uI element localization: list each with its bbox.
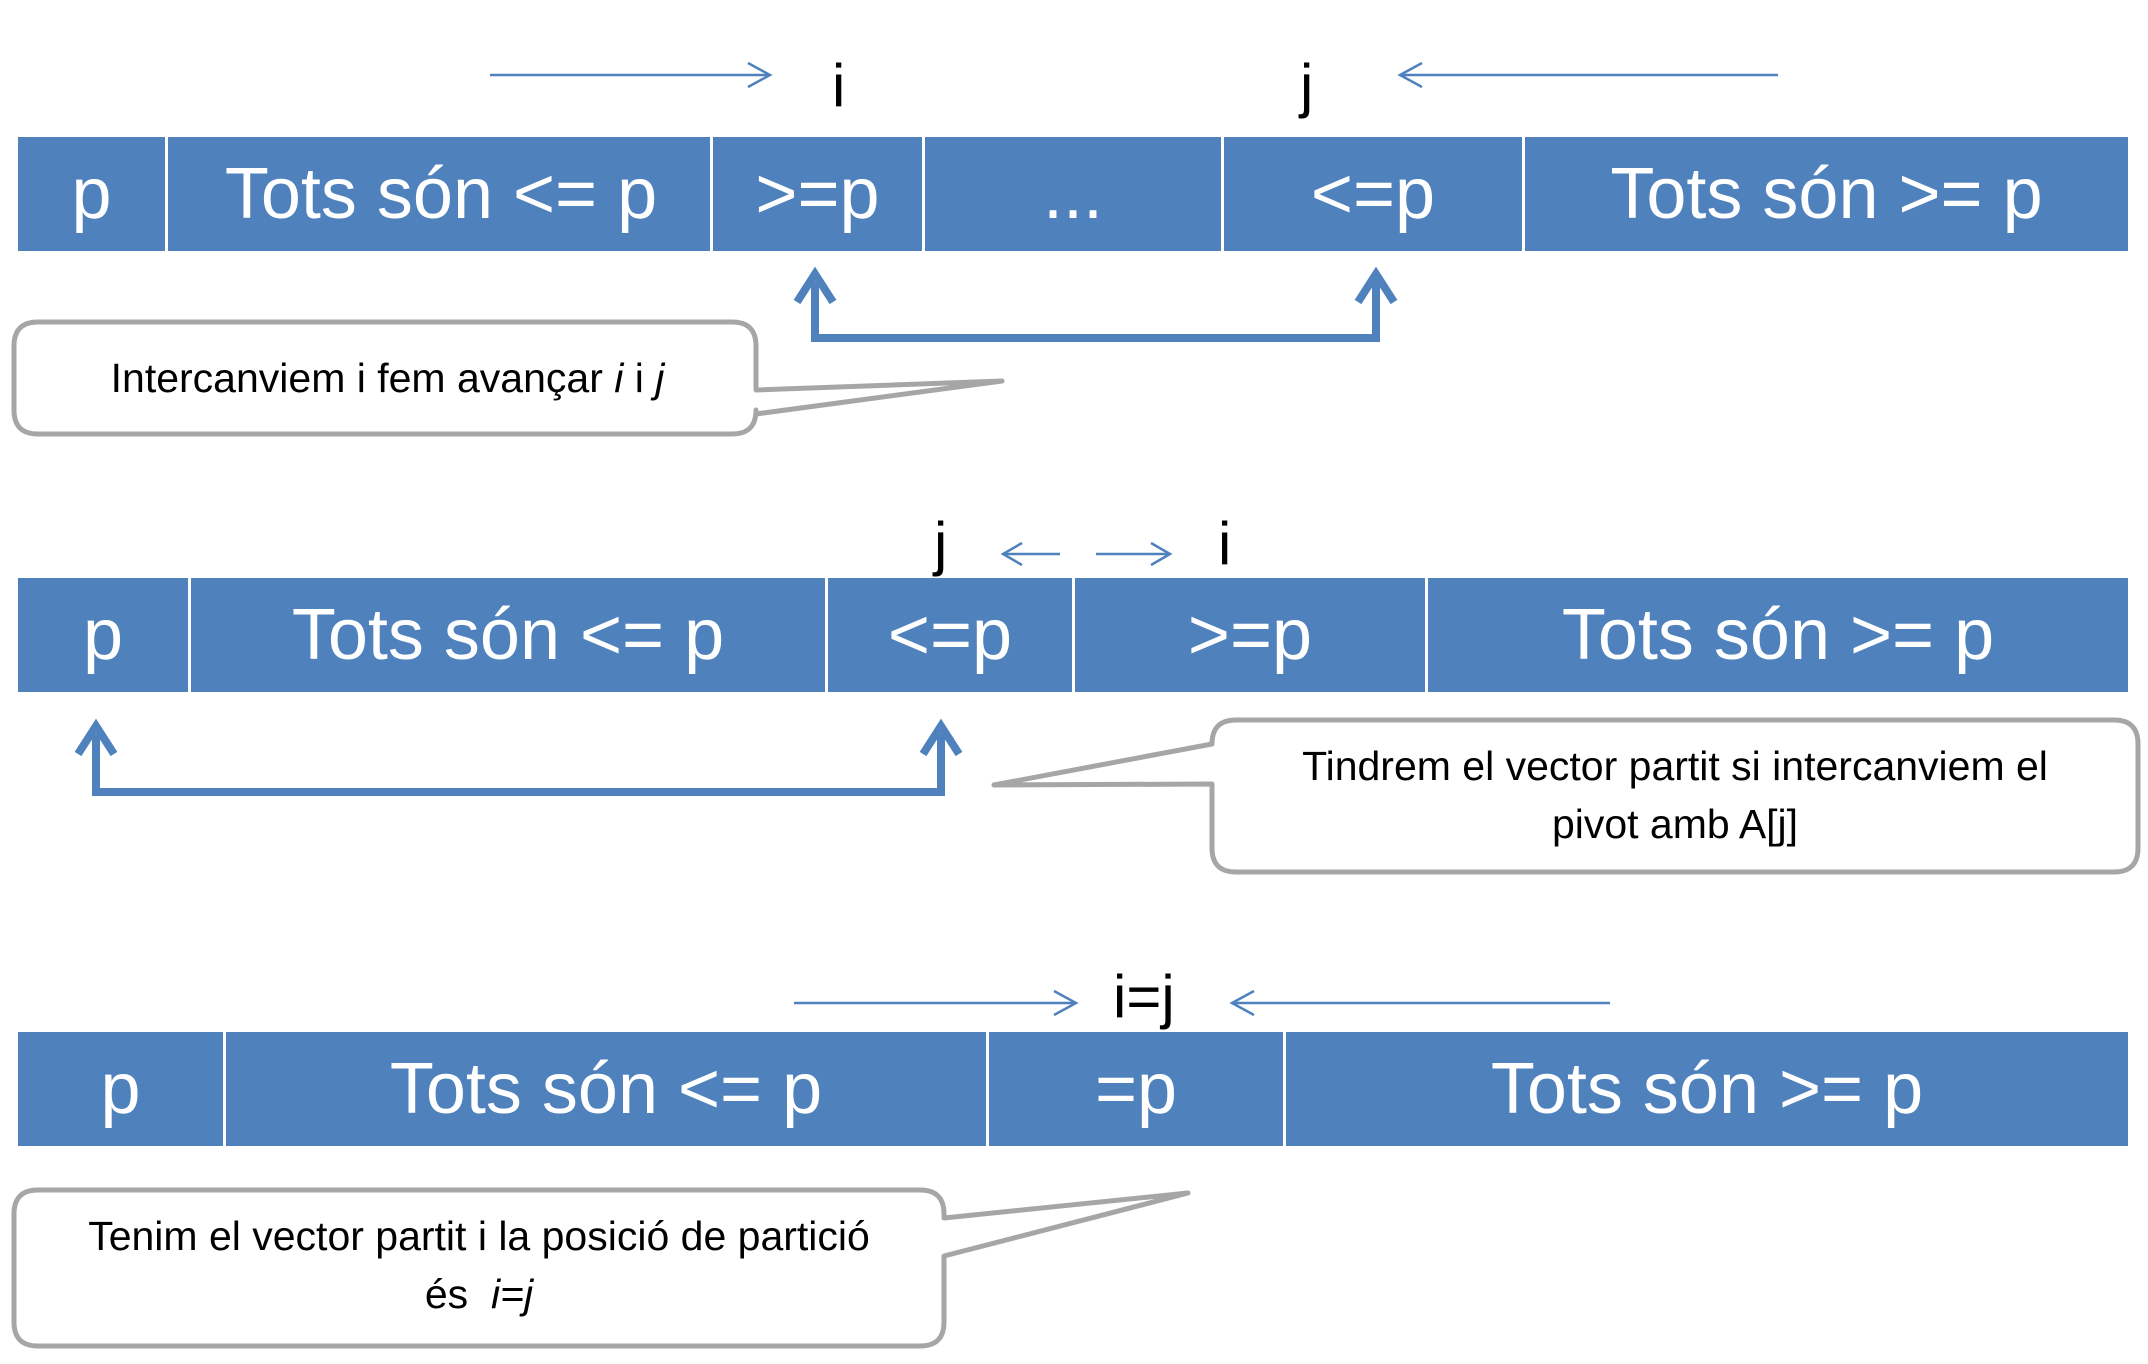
cell-eq-p: =p (1094, 1049, 1178, 1129)
i-advance-arrowhead-row3 (1053, 989, 1079, 1017)
cell-separator (710, 137, 713, 251)
swap-arrowhead-left-row2 (74, 718, 118, 757)
pointer-i-label: i (1218, 510, 1232, 577)
swap-arrow-row1 (811, 282, 1380, 342)
i-advance-arrowhead-row2 (1150, 541, 1173, 567)
callout-swap-advance: Intercanviem i fem avançar i i j (30, 349, 745, 407)
cell-separator (1522, 137, 1525, 251)
cell-separator (825, 578, 828, 692)
swap-arrowhead-right-row1 (1354, 266, 1398, 305)
pointer-j-label: j (934, 510, 948, 577)
cell-separator (188, 578, 191, 692)
pointer-i-equals-j-label: i=j (1113, 963, 1175, 1030)
j-advance-arrowhead-row3 (1229, 989, 1255, 1017)
callout-partitioned: Tenim el vector partit i la posició de p… (24, 1207, 934, 1323)
cell-pivot: p (82, 595, 124, 675)
callout-swap-pivot: Tindrem el vector partit si intercanviem… (1222, 737, 2128, 853)
swap-arrow-row2 (92, 734, 945, 796)
callout-swap-pivot-shape (991, 717, 2141, 875)
cell-ge-p: >=p (755, 154, 880, 234)
callout-partitioned-line2: és i=j (24, 1265, 934, 1323)
j-retreat-arrowhead (1000, 541, 1023, 567)
cell-separator (165, 137, 168, 251)
callout-swap-pivot-line2: pivot amb A[j] (1551, 801, 1799, 847)
cell-separator (1283, 1032, 1286, 1146)
pointer-j-label: j (1300, 52, 1314, 119)
callout-partitioned-prefix: és (424, 1271, 491, 1317)
cell-all-ge-p: Tots són >= p (1610, 154, 2043, 234)
cell-all-ge-p: Tots són >= p (1561, 595, 1995, 675)
j-advance-arrowhead (1397, 61, 1423, 89)
cell-separator (1425, 578, 1428, 692)
cell-pivot: p (71, 154, 112, 234)
i-advance-arrowhead (747, 61, 773, 89)
cell-separator (922, 137, 925, 251)
swap-arrowhead-right-row2 (919, 718, 963, 757)
cell-all-ge-p: Tots són >= p (1490, 1049, 1924, 1129)
cell-ge-p: >=p (1187, 595, 1313, 675)
callout-swap-advance-shape (11, 319, 1005, 437)
array-row-2: p Tots són <= p <=p >=p Tots són >= p (18, 578, 2128, 692)
array-row-1: p Tots són <= p >=p ... <=p Tots són >= … (18, 137, 2128, 251)
cell-separator (223, 1032, 226, 1146)
callout-j-var: j (655, 355, 665, 401)
callout-partitioned-shape (11, 1187, 1191, 1349)
callout-conjunction: i (623, 355, 656, 401)
callout-swap-advance-text: Intercanviem i fem avançar (110, 355, 615, 401)
cell-separator (986, 1032, 989, 1146)
cell-le-p: <=p (887, 595, 1013, 675)
cell-ellipsis: ... (1042, 154, 1103, 234)
swap-arrowhead-left-row1 (793, 266, 837, 305)
cell-all-le-p: Tots són <= p (224, 154, 658, 234)
cell-separator (1072, 578, 1075, 692)
cell-pivot: p (100, 1049, 141, 1129)
callout-i-var: i (614, 355, 624, 401)
cell-all-le-p: Tots són <= p (389, 1049, 823, 1129)
callout-partitioned-line1: Tenim el vector partit i la posició de p… (88, 1213, 870, 1259)
cell-le-p: <=p (1310, 154, 1436, 234)
pointer-i-label: i (832, 52, 846, 119)
callout-partitioned-ij: i=j (490, 1271, 534, 1317)
cell-separator (1221, 137, 1224, 251)
callout-swap-pivot-line1: Tindrem el vector partit si intercanviem… (1302, 743, 2048, 789)
array-row-3: p Tots són <= p =p Tots són >= p (18, 1032, 2128, 1146)
cell-all-le-p: Tots són <= p (291, 595, 725, 675)
